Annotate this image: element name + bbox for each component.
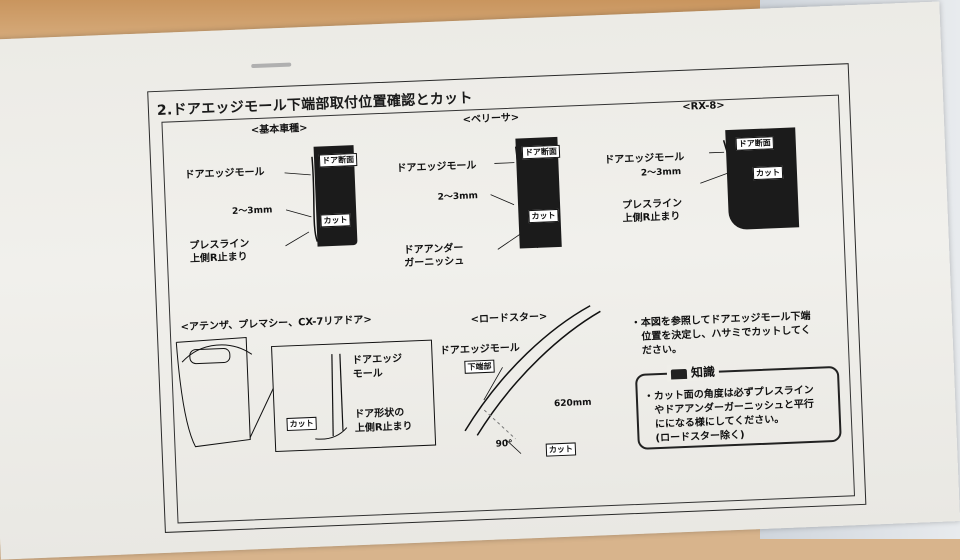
basic-heading: <基本車種> bbox=[250, 122, 308, 137]
atenza-cut-label: カット bbox=[286, 416, 317, 431]
verisa-under2-label: ガーニッシュ bbox=[404, 255, 465, 270]
knowledge-heading: 知識 bbox=[666, 362, 720, 382]
verisa-cut-label: カット bbox=[528, 208, 559, 224]
verisa-heading: <ベリーサ> bbox=[462, 112, 520, 126]
rx8-cut-label: カット bbox=[752, 165, 784, 181]
roadster-heading: <ロードスター> bbox=[470, 311, 548, 326]
section-frame: 2.ドアエッジモール下端部取付位置確認とカット bbox=[147, 63, 867, 533]
basic-press2-label: 上側R止まり bbox=[189, 251, 248, 265]
rx8-press2-label: 上側R止まり bbox=[622, 211, 681, 225]
rx8-heading: <RX-8> bbox=[682, 100, 725, 113]
rx8-section-label: ドア断面 bbox=[735, 136, 775, 151]
roadster-length-label: 620mm bbox=[553, 397, 592, 410]
book-icon bbox=[670, 368, 688, 380]
roadster-lower-label: 下端部 bbox=[464, 359, 495, 374]
basic-gap-label: 2〜3mm bbox=[231, 205, 273, 218]
roadster-mold-label: ドアエッジモール bbox=[439, 342, 521, 357]
atenza-shape2-label: 上側R止まり bbox=[354, 420, 413, 435]
diagram-area: <基本車種> ドア断面 カット ドアエッジモール 2〜3mm プレスライン 上側… bbox=[161, 94, 856, 524]
fold-mark bbox=[251, 62, 292, 69]
knowledge-heading-text: 知識 bbox=[690, 364, 716, 380]
verisa-section-label: ドア断面 bbox=[521, 144, 561, 160]
basic-mold-label: ドアエッジモール bbox=[184, 166, 265, 181]
roadster-angle-label: 90° bbox=[495, 438, 513, 450]
basic-cut-label: カット bbox=[320, 213, 351, 228]
roadster-cut-label: カット bbox=[545, 442, 577, 457]
verisa-gap-label: 2〜3mm bbox=[437, 191, 479, 203]
instruction-line3: ださい。 bbox=[641, 344, 683, 357]
atenza-mold2-label: モール bbox=[352, 368, 383, 381]
basic-section-label: ドア断面 bbox=[318, 152, 358, 168]
knowledge-line4: (ロードスター除く) bbox=[655, 429, 745, 445]
knowledge-box: 知識 ・カット面の角度は必ずプレスライン やドアアンダーガーニッシュと平行 にに… bbox=[634, 362, 842, 450]
rx8-gap-label: 2〜3mm bbox=[640, 166, 682, 179]
verisa-mold-label: ドアエッジモール bbox=[396, 160, 477, 175]
